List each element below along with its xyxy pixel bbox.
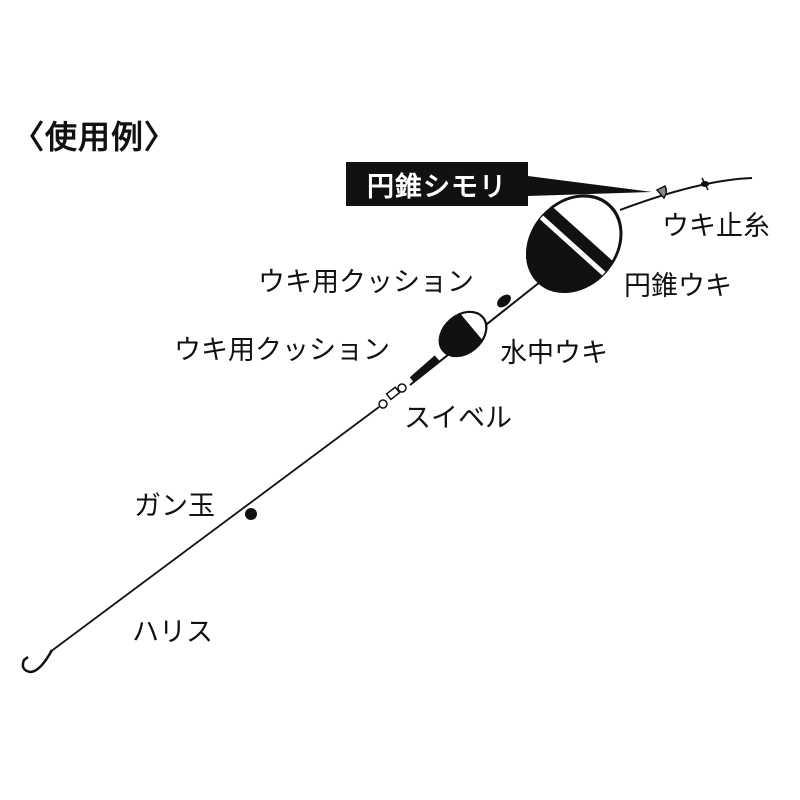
label-harisu: ハリス	[132, 617, 213, 648]
cone-float-icon	[526, 194, 623, 294]
label-cushion-lower: ウキ用クッション	[174, 335, 390, 366]
lower-cushion-icon	[409, 355, 440, 383]
uki-stopper-knot-icon	[701, 177, 709, 191]
page-title: 〈使用例〉	[12, 118, 178, 156]
underwater-float-icon	[438, 310, 488, 358]
hook-icon	[21, 649, 54, 674]
main-line-top	[619, 177, 753, 211]
label-cone-float: 円錐ウキ	[624, 271, 732, 302]
callout-pointer	[528, 176, 652, 196]
label-underwater-float: 水中ウキ	[500, 338, 608, 369]
label-uki-stopper: ウキ止糸	[662, 211, 770, 242]
label-split-shot: ガン玉	[134, 491, 215, 522]
label-cushion-upper: ウキ用クッション	[258, 267, 474, 298]
cone-shimori-callout: 円錐シモリ	[346, 162, 528, 206]
split-shot-icon	[245, 508, 257, 520]
cone-shimori-icon	[655, 184, 668, 200]
label-swivel: スイベル	[404, 403, 512, 434]
harisu-line	[49, 406, 380, 653]
upper-cushion-icon	[497, 294, 511, 308]
swivel-icon	[378, 383, 407, 409]
